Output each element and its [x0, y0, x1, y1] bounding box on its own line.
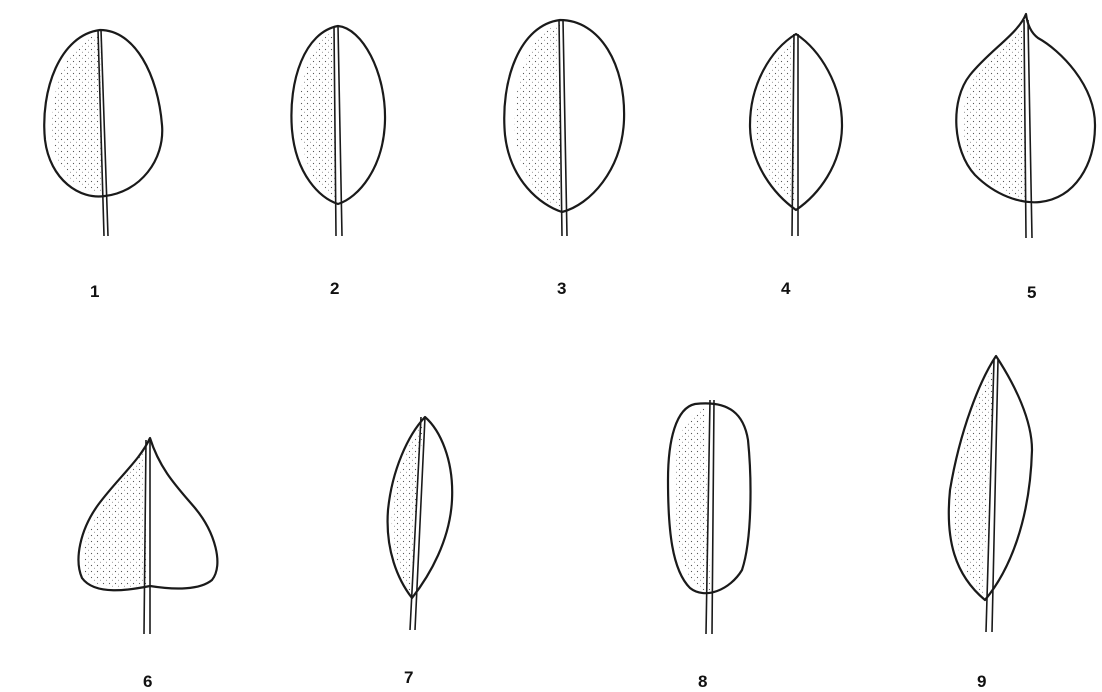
leaf-label-7: 7 — [404, 668, 413, 688]
leaf-3 — [504, 20, 624, 236]
leaf-label-9: 9 — [977, 672, 986, 692]
leaf-label-3: 3 — [557, 279, 566, 299]
leaf-4 — [750, 34, 842, 236]
leaf-label-6: 6 — [143, 672, 152, 692]
leaf-label-2: 2 — [330, 279, 339, 299]
leaf-9 — [949, 356, 1032, 632]
leaf-2 — [291, 26, 385, 236]
leaf-label-8: 8 — [698, 672, 707, 692]
leaf-7 — [388, 417, 453, 630]
leaf-label-1: 1 — [90, 282, 99, 302]
leaf-1 — [44, 30, 162, 236]
leaf-label-4: 4 — [781, 279, 790, 299]
leaf-6 — [79, 438, 218, 634]
leaf-5 — [956, 14, 1095, 238]
leaf-label-5: 5 — [1027, 283, 1036, 303]
leaf-8 — [668, 400, 750, 634]
